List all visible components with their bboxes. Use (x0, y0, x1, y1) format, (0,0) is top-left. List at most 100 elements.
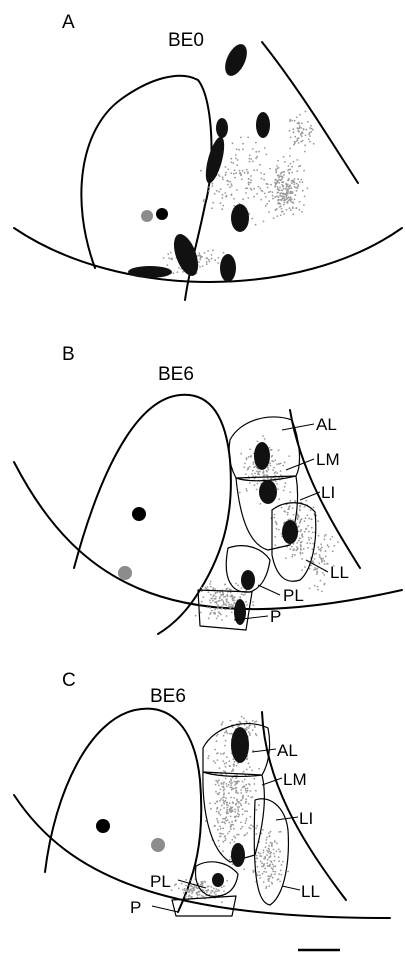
labeled-cell-dot (209, 607, 211, 609)
labeled-cell-dot (289, 119, 291, 121)
labeled-cell-dot (247, 137, 249, 139)
labeled-cell-dot (274, 514, 276, 516)
labeled-cell-dot (217, 782, 219, 784)
labeled-cell-dot (252, 604, 254, 606)
panel-c-label-lm: LM (283, 770, 307, 789)
labeled-cell-dot (189, 885, 191, 887)
panel-b-label-al: AL (316, 415, 337, 434)
labeled-cell-dot (292, 192, 294, 194)
labeled-cell-dot (232, 788, 234, 790)
labeled-cell-dot (309, 132, 311, 134)
labeled-cell-dot (201, 895, 203, 897)
labeled-cell-dot (190, 880, 192, 882)
labeled-cell-dot (252, 720, 254, 722)
labeled-cell-dot (301, 569, 303, 571)
labeled-cell-dot (327, 563, 329, 565)
labeled-cell-dot (244, 779, 246, 781)
labeled-cell-dot (265, 196, 267, 198)
labeled-cell-dot (231, 733, 233, 735)
labeled-cell-dot (167, 253, 169, 255)
labeled-cell-dot (228, 606, 230, 608)
labeled-cell-dot (281, 208, 283, 210)
labeled-cell-dot (268, 845, 270, 847)
labeled-cell-dot (203, 896, 205, 898)
labeled-cell-dot (217, 262, 219, 264)
labeled-cell-dot (283, 174, 285, 176)
labeled-cell-dot (218, 174, 220, 176)
labeled-cell-dot (256, 156, 258, 158)
labeled-cell-dot (220, 789, 222, 791)
labeled-cell-dot (240, 792, 242, 794)
labeled-cell-dot (288, 169, 290, 171)
labeled-cell-dot (235, 172, 237, 174)
labeled-cell-dot (205, 890, 207, 892)
labeled-cell-dot (223, 807, 225, 809)
labeled-cell-dot (250, 455, 252, 457)
labeled-cell-dot (300, 141, 302, 143)
labeled-cell-dot (230, 158, 232, 160)
labeled-cell-dot (265, 846, 267, 848)
labeled-cell-dot (271, 460, 273, 462)
labeled-cell-dot (259, 855, 261, 857)
labeled-cell-dot (300, 544, 302, 546)
labeled-cell-dot (274, 544, 276, 546)
labeled-cell-dot (207, 586, 209, 588)
labeled-cell-dot (249, 466, 251, 468)
labeled-cell-dot (228, 760, 230, 762)
labeled-cell-dot (230, 604, 232, 606)
labeled-cell-dot (301, 211, 303, 213)
labeled-cell-dot (252, 161, 254, 163)
labeled-cell-dot (246, 727, 248, 729)
labeled-cell-dot (307, 514, 309, 516)
labeled-cell-dot (243, 771, 245, 773)
labeled-cell-dot (269, 876, 271, 878)
labeled-cell-dot (229, 733, 231, 735)
labeled-cell-dot (221, 594, 223, 596)
labeled-cell-dot (294, 136, 296, 138)
labeled-cell-dot (277, 188, 279, 190)
labeled-cell-dot (302, 190, 304, 192)
labeled-cell-dot (250, 188, 252, 190)
labeled-cell-dot (241, 593, 243, 595)
labeled-cell-dot (224, 840, 226, 842)
labeled-cell-dot (231, 789, 233, 791)
labeled-cell-dot (256, 169, 258, 171)
labeled-cell-dot (241, 587, 243, 589)
labeled-cell-dot (278, 449, 280, 451)
labeled-cell-dot (267, 865, 269, 867)
labeled-cell-dot (217, 820, 219, 822)
labeled-cell-dot (229, 607, 231, 609)
labeled-cell-dot (200, 884, 202, 886)
labeled-cell-dot (188, 890, 190, 892)
labeled-cell-dot (246, 721, 248, 723)
labeled-cell-dot (247, 795, 249, 797)
labeled-cell-dot (216, 735, 218, 737)
labeled-cell-dot (271, 861, 273, 863)
labeled-cell-dot (265, 205, 267, 207)
labeled-cell-dot (240, 174, 242, 176)
panel-a-gray-marker (141, 210, 153, 222)
labeled-cell-dot (284, 202, 286, 204)
labeled-cell-dot (229, 186, 231, 188)
panel-c-speckle-field (171, 716, 289, 903)
labeled-cell-dot (234, 169, 236, 171)
labeled-cell-dot (221, 619, 223, 621)
labeled-cell-dot (236, 148, 238, 150)
labeled-cell-dot (242, 148, 244, 150)
labeled-cell-dot (269, 463, 271, 465)
labeled-cell-dot (248, 727, 250, 729)
labeled-cell-dot (228, 604, 230, 606)
labeled-cell-dot (289, 120, 291, 122)
labeled-cell-dot (253, 196, 255, 198)
labeled-cell-dot (294, 500, 296, 502)
labeled-cell-dot (227, 812, 229, 814)
labeled-cell-dot (317, 546, 319, 548)
labeled-cell-dot (225, 174, 227, 176)
labeled-cell-dot (217, 604, 219, 606)
labeled-cell-dot (210, 602, 212, 604)
labeled-cell-dot (225, 820, 227, 822)
labeled-cell-dot (261, 190, 263, 192)
labeled-cell-dot (249, 158, 251, 160)
labeled-cell-dot (305, 517, 307, 519)
panel-c-letter: C (62, 670, 76, 691)
